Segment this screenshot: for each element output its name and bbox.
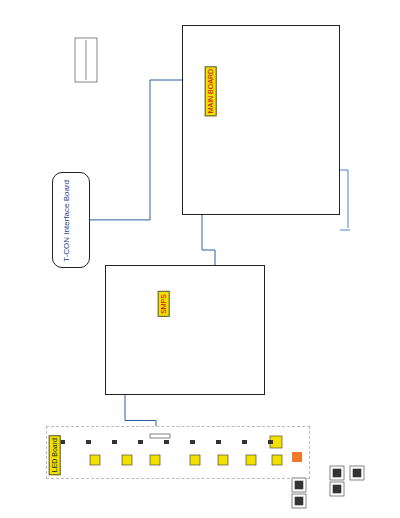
main-board: MAIN BOARD (182, 25, 340, 215)
key-dot (60, 440, 65, 444)
key-dot (190, 440, 195, 444)
power-board: SMPS (105, 265, 265, 395)
cable-connector (202, 215, 215, 265)
board-label: SMPS (158, 291, 170, 317)
cable-connector (125, 395, 156, 426)
board-label: T-CON Interface Board (62, 178, 73, 264)
tcon-board: T-CON Interface Board (52, 172, 90, 268)
key-dot (164, 440, 169, 444)
board-label: MAIN BOARD (205, 66, 217, 116)
key-board-parts (60, 434, 364, 508)
board-label: LED Board (49, 435, 61, 475)
key-dot (242, 440, 247, 444)
led-board: LED Board (46, 426, 310, 479)
cable-connector (90, 80, 182, 220)
key-dot (216, 440, 221, 444)
tcon-connector (75, 38, 97, 82)
key-dot (268, 440, 273, 444)
key-dot (86, 440, 91, 444)
key-dot (112, 440, 117, 444)
key-dot (138, 440, 143, 444)
